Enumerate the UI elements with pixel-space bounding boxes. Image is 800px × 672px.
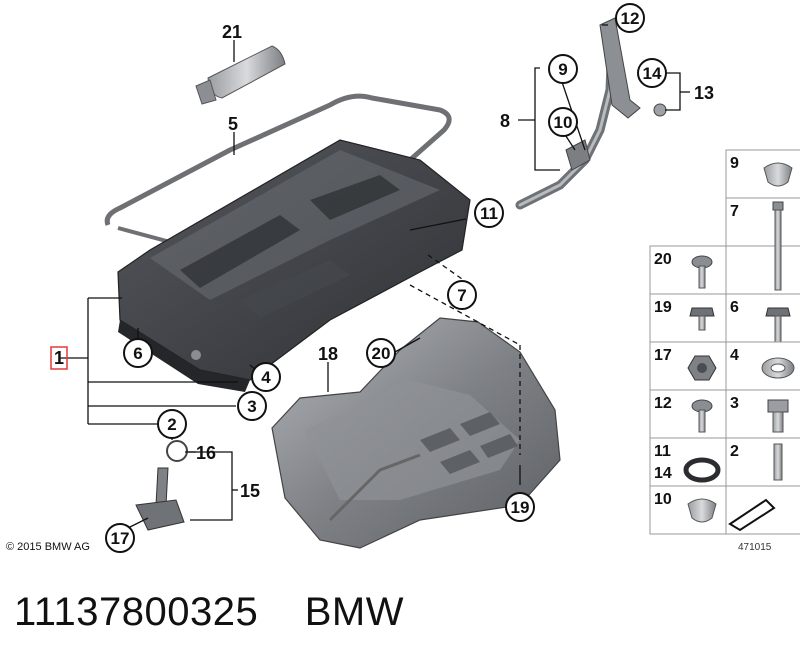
parts-panel-label: 3: [730, 395, 739, 412]
callout-1-highlight-box: [50, 346, 68, 370]
parts-panel-cell: 17: [649, 341, 727, 391]
svg-text:7: 7: [457, 286, 466, 305]
screw-icon: [691, 255, 713, 289]
arrow-icon: [728, 498, 776, 532]
parts-panel-cell: 19: [649, 293, 727, 343]
callout-8: 8: [500, 111, 510, 131]
callout-6: 6: [123, 338, 153, 368]
svg-text:10: 10: [554, 113, 573, 132]
bolt-icon: [765, 307, 791, 343]
svg-text:9: 9: [558, 60, 567, 79]
callout-5: 5: [228, 114, 238, 134]
parts-panel-label: 4: [730, 347, 739, 364]
parts-panel-label: 7: [730, 203, 739, 220]
parts-panel-label: 9: [730, 155, 739, 172]
clip-icon: [763, 162, 793, 187]
callout-21: 21: [222, 22, 242, 42]
svg-text:20: 20: [372, 344, 391, 363]
dipstick-tube: [515, 17, 667, 210]
screw-icon: [691, 399, 713, 433]
parts-panel-cell: [725, 485, 800, 535]
parts-panel-cell: 4: [725, 341, 800, 391]
hex-nut-icon: [687, 355, 717, 381]
oil-level-sensor: [135, 440, 188, 531]
hex-bolt-icon: [689, 307, 715, 331]
parts-panel-label: 14: [654, 465, 672, 482]
callout-20: 20: [366, 338, 396, 368]
parts-panel-cell: 10: [649, 485, 727, 535]
svg-text:17: 17: [111, 529, 130, 548]
callout-16: 16: [196, 443, 216, 463]
svg-text:4: 4: [261, 368, 271, 387]
callout-group: 12 9 14 10 11 7 6 43 20 2 19 17: [105, 3, 667, 553]
callout-14: 14: [637, 58, 667, 88]
gasket: [104, 93, 452, 226]
callout-3: 3: [237, 391, 267, 421]
parts-panel-label: 2: [730, 443, 739, 460]
clip-icon: [687, 498, 717, 523]
brand-name: BMW: [304, 590, 404, 634]
plug-bolt-icon: [767, 399, 789, 433]
svg-text:19: 19: [511, 498, 530, 517]
svg-text:2: 2: [167, 415, 176, 434]
svg-text:14: 14: [643, 64, 662, 83]
parts-panel-cell: 7: [725, 197, 800, 291]
part-caption: 11137800325 BMW: [14, 590, 404, 635]
parts-panel-cell: 9: [725, 149, 800, 199]
parts-panel-label: 11: [654, 443, 671, 460]
parts-panel-label: 19: [654, 299, 672, 316]
parts-panel-label: 10: [654, 491, 672, 508]
svg-text:6: 6: [133, 344, 142, 363]
callout-7: 7: [447, 280, 477, 310]
callout-18: 18: [318, 344, 338, 364]
leader-lines: [60, 24, 690, 529]
parts-panel-label: 6: [730, 299, 739, 316]
svg-text:11: 11: [480, 204, 498, 223]
callout-4: 4: [251, 362, 281, 392]
underbody-shield: [271, 317, 561, 549]
parts-panel-cell: 12: [649, 389, 727, 439]
parts-panel-cell: 2: [725, 437, 800, 487]
parts-panel-label: 20: [654, 251, 672, 268]
callout-19: 19: [505, 492, 535, 522]
oil-pan: [117, 139, 471, 392]
svg-text:12: 12: [621, 9, 640, 28]
parts-panel-cell: 6: [725, 293, 800, 343]
copyright-notice: © 2015 BMW AG: [6, 541, 90, 553]
parts-panel-label: 12: [654, 395, 672, 412]
parts-panel-cell: 20: [649, 245, 727, 295]
callout-11: 11: [474, 198, 504, 228]
svg-text:3: 3: [247, 397, 256, 416]
diagram-number: 471015: [738, 542, 772, 553]
long-bolt-icon: [772, 201, 784, 291]
sealant-tube: [195, 45, 286, 105]
callout-12: 12: [615, 3, 645, 33]
parts-panel-cell: 3: [725, 389, 800, 439]
part-number: 11137800325: [14, 590, 259, 634]
callout-2: 2: [157, 409, 187, 439]
callout-13: 13: [694, 83, 714, 103]
callout-10: 10: [548, 107, 578, 137]
callout-9: 9: [548, 54, 578, 84]
parts-panel-label: 17: [654, 347, 672, 364]
washer-icon: [761, 357, 795, 379]
stud-icon: [773, 443, 783, 481]
callout-15: 15: [240, 481, 260, 501]
callout-1: 1: [54, 348, 64, 368]
o-ring-icon: [683, 457, 721, 483]
callout-17: 17: [105, 523, 135, 553]
